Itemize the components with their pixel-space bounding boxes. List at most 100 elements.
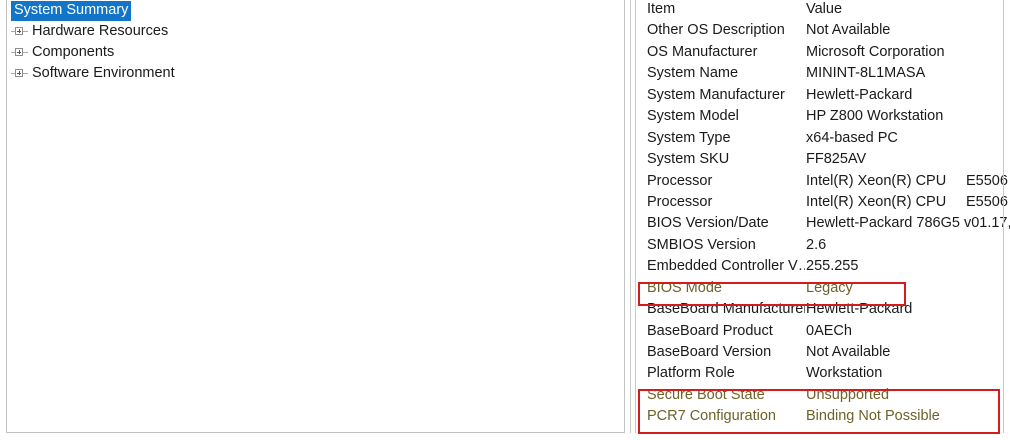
details-row[interactable]: Platform Role Workstation — [636, 364, 1010, 385]
row-item-label: System Name — [647, 65, 739, 82]
row-value-text: 2.6 — [806, 236, 827, 253]
details-row[interactable]: System SKU FF825AV — [636, 150, 1010, 171]
tree-root: System Summary Hardware Resources Compon… — [7, 0, 624, 84]
details-row[interactable]: Processor Intel(R) Xeon(R) CPU E5506 — [636, 172, 1010, 193]
tree-item-label: Software Environment — [32, 64, 175, 81]
row-item-label: Embedded Controller V… — [647, 258, 805, 275]
row-value: Workstation — [806, 365, 1010, 381]
row-item-label: System Model — [647, 108, 739, 125]
details-row[interactable]: Secure Boot State Unsupported — [636, 386, 1010, 407]
row-item-label: BIOS Mode — [647, 279, 722, 296]
tree-item-system-summary[interactable]: System Summary — [7, 0, 624, 21]
row-value-text: Hewlett-Packard — [806, 86, 913, 103]
row-value: 2.6 — [806, 237, 1010, 253]
row-item-label: Secure Boot State — [647, 386, 765, 403]
tree-item-label: Components — [32, 43, 115, 60]
row-value-text: Hewlett-Packard — [806, 301, 913, 318]
row-value-text: Unsupported — [806, 386, 890, 403]
row-value-text: Not Available — [806, 344, 891, 360]
row-item-label: Processor — [647, 172, 713, 189]
details-row[interactable]: System Type x64-based PC — [636, 129, 1010, 150]
row-value: Legacy — [806, 280, 1010, 296]
row-item-label: BIOS Version/Date — [647, 215, 769, 232]
column-header-item: Item — [647, 1, 676, 17]
expand-plus-icon[interactable] — [11, 65, 28, 82]
row-value-text: Hewlett-Packard 786G5 v01.17, 8/ — [806, 215, 1010, 232]
row-value-text: Legacy — [806, 279, 853, 296]
row-item-label: OS Manufacturer — [647, 43, 758, 60]
row-value: Hewlett-Packard — [806, 87, 1010, 103]
row-value: Hewlett-Packard 786G5 v01.17, 8/ — [806, 215, 1010, 231]
row-item-label: Processor — [647, 193, 713, 210]
row-value: HP Z800 Workstation — [806, 108, 1010, 124]
row-value-text: MININT-8L1MASA — [806, 65, 926, 82]
row-value: Not Available — [806, 22, 1010, 38]
row-value-text: Workstation — [806, 365, 883, 382]
row-value-text: FF825AV — [806, 151, 867, 168]
row-value-text: Intel(R) Xeon(R) CPU — [806, 172, 947, 189]
row-item-label: System SKU — [647, 151, 730, 168]
details-row[interactable]: BIOS Mode Legacy — [636, 279, 1010, 300]
details-header-row[interactable]: Item Value — [636, 0, 1010, 21]
tree-item-software-environment[interactable]: Software Environment — [7, 63, 624, 84]
details-row[interactable]: BaseBoard Product 0AECh — [636, 322, 1010, 343]
row-value: MININT-8L1MASA — [806, 65, 1010, 81]
column-header-value: Value — [806, 1, 1010, 17]
row-item-label: Other OS Description — [647, 22, 785, 39]
row-value: 0AECh — [806, 323, 1010, 339]
tree-item-components[interactable]: Components — [7, 42, 624, 63]
expand-plus-icon[interactable] — [11, 44, 28, 61]
row-value: Unsupported — [806, 387, 1010, 403]
row-value-text: Binding Not Possible — [806, 408, 940, 425]
expand-plus-icon[interactable] — [11, 23, 28, 40]
row-item-label: BaseBoard Version — [647, 344, 772, 360]
row-value: Microsoft Corporation — [806, 44, 1010, 60]
row-value-secondary: E5506 — [966, 172, 1008, 189]
row-item-label: Platform Role — [647, 365, 735, 382]
row-value-secondary: E5506 — [966, 193, 1008, 210]
details-row[interactable]: Embedded Controller V…255.255 — [636, 257, 1010, 278]
row-item-label: System Manufacturer — [647, 86, 785, 103]
row-value-text: x64-based PC — [806, 129, 898, 146]
row-value-text: 255.255 — [806, 258, 859, 275]
row-value-text: 0AECh — [806, 322, 852, 339]
row-value: 255.255 — [806, 258, 1010, 274]
row-value-text: Value — [806, 1, 843, 17]
row-value-text: Not Available — [806, 22, 891, 39]
splitter-line-right — [635, 0, 636, 433]
tree-item-hardware-resources[interactable]: Hardware Resources — [7, 21, 624, 42]
details-row[interactable]: OS Manufacturer Microsoft Corporation — [636, 43, 1010, 64]
details-row[interactable]: System Name MININT-8L1MASA — [636, 64, 1010, 85]
row-value: FF825AV — [806, 151, 1010, 167]
details-row[interactable]: Other OS Description Not Available — [636, 21, 1010, 42]
row-item-label: PCR7 Configuration — [647, 408, 776, 425]
details-row[interactable]: BIOS Version/Date Hewlett-Packard 786G5 v… — [636, 214, 1010, 235]
row-value: Binding Not Possible — [806, 408, 1010, 424]
row-value-text: Microsoft Corporation — [806, 43, 945, 60]
row-item-label: BaseBoard Manufacturer — [647, 301, 805, 318]
details-row[interactable]: System Manufacturer Hewlett-Packard — [636, 86, 1010, 107]
row-item-label: SMBIOS Version — [647, 236, 756, 253]
details-pane-edge — [1003, 0, 1004, 433]
splitter-line-left — [630, 0, 631, 433]
pane-splitter[interactable] — [625, 0, 637, 433]
row-value: Not Available — [806, 344, 1010, 360]
row-value-text: HP Z800 Workstation — [806, 108, 944, 125]
row-value: Intel(R) Xeon(R) CPU E5506 — [806, 173, 1010, 189]
details-row[interactable]: System Model HP Z800 Workstation — [636, 107, 1010, 128]
tree-item-label: Hardware Resources — [32, 22, 169, 39]
row-item-label: BaseBoard Product — [647, 322, 773, 339]
tree-item-label: System Summary — [11, 0, 132, 21]
details-row[interactable]: BaseBoard Version Not Available — [636, 343, 1010, 364]
details-row[interactable]: PCR7 Configuration Binding Not Possible — [636, 407, 1010, 428]
row-value: Hewlett-Packard — [806, 301, 1010, 317]
details-row[interactable]: SMBIOS Version 2.6 — [636, 236, 1010, 257]
navigation-tree-pane[interactable]: System Summary Hardware Resources Compon… — [6, 0, 625, 433]
row-item-label: System Type — [647, 129, 731, 146]
